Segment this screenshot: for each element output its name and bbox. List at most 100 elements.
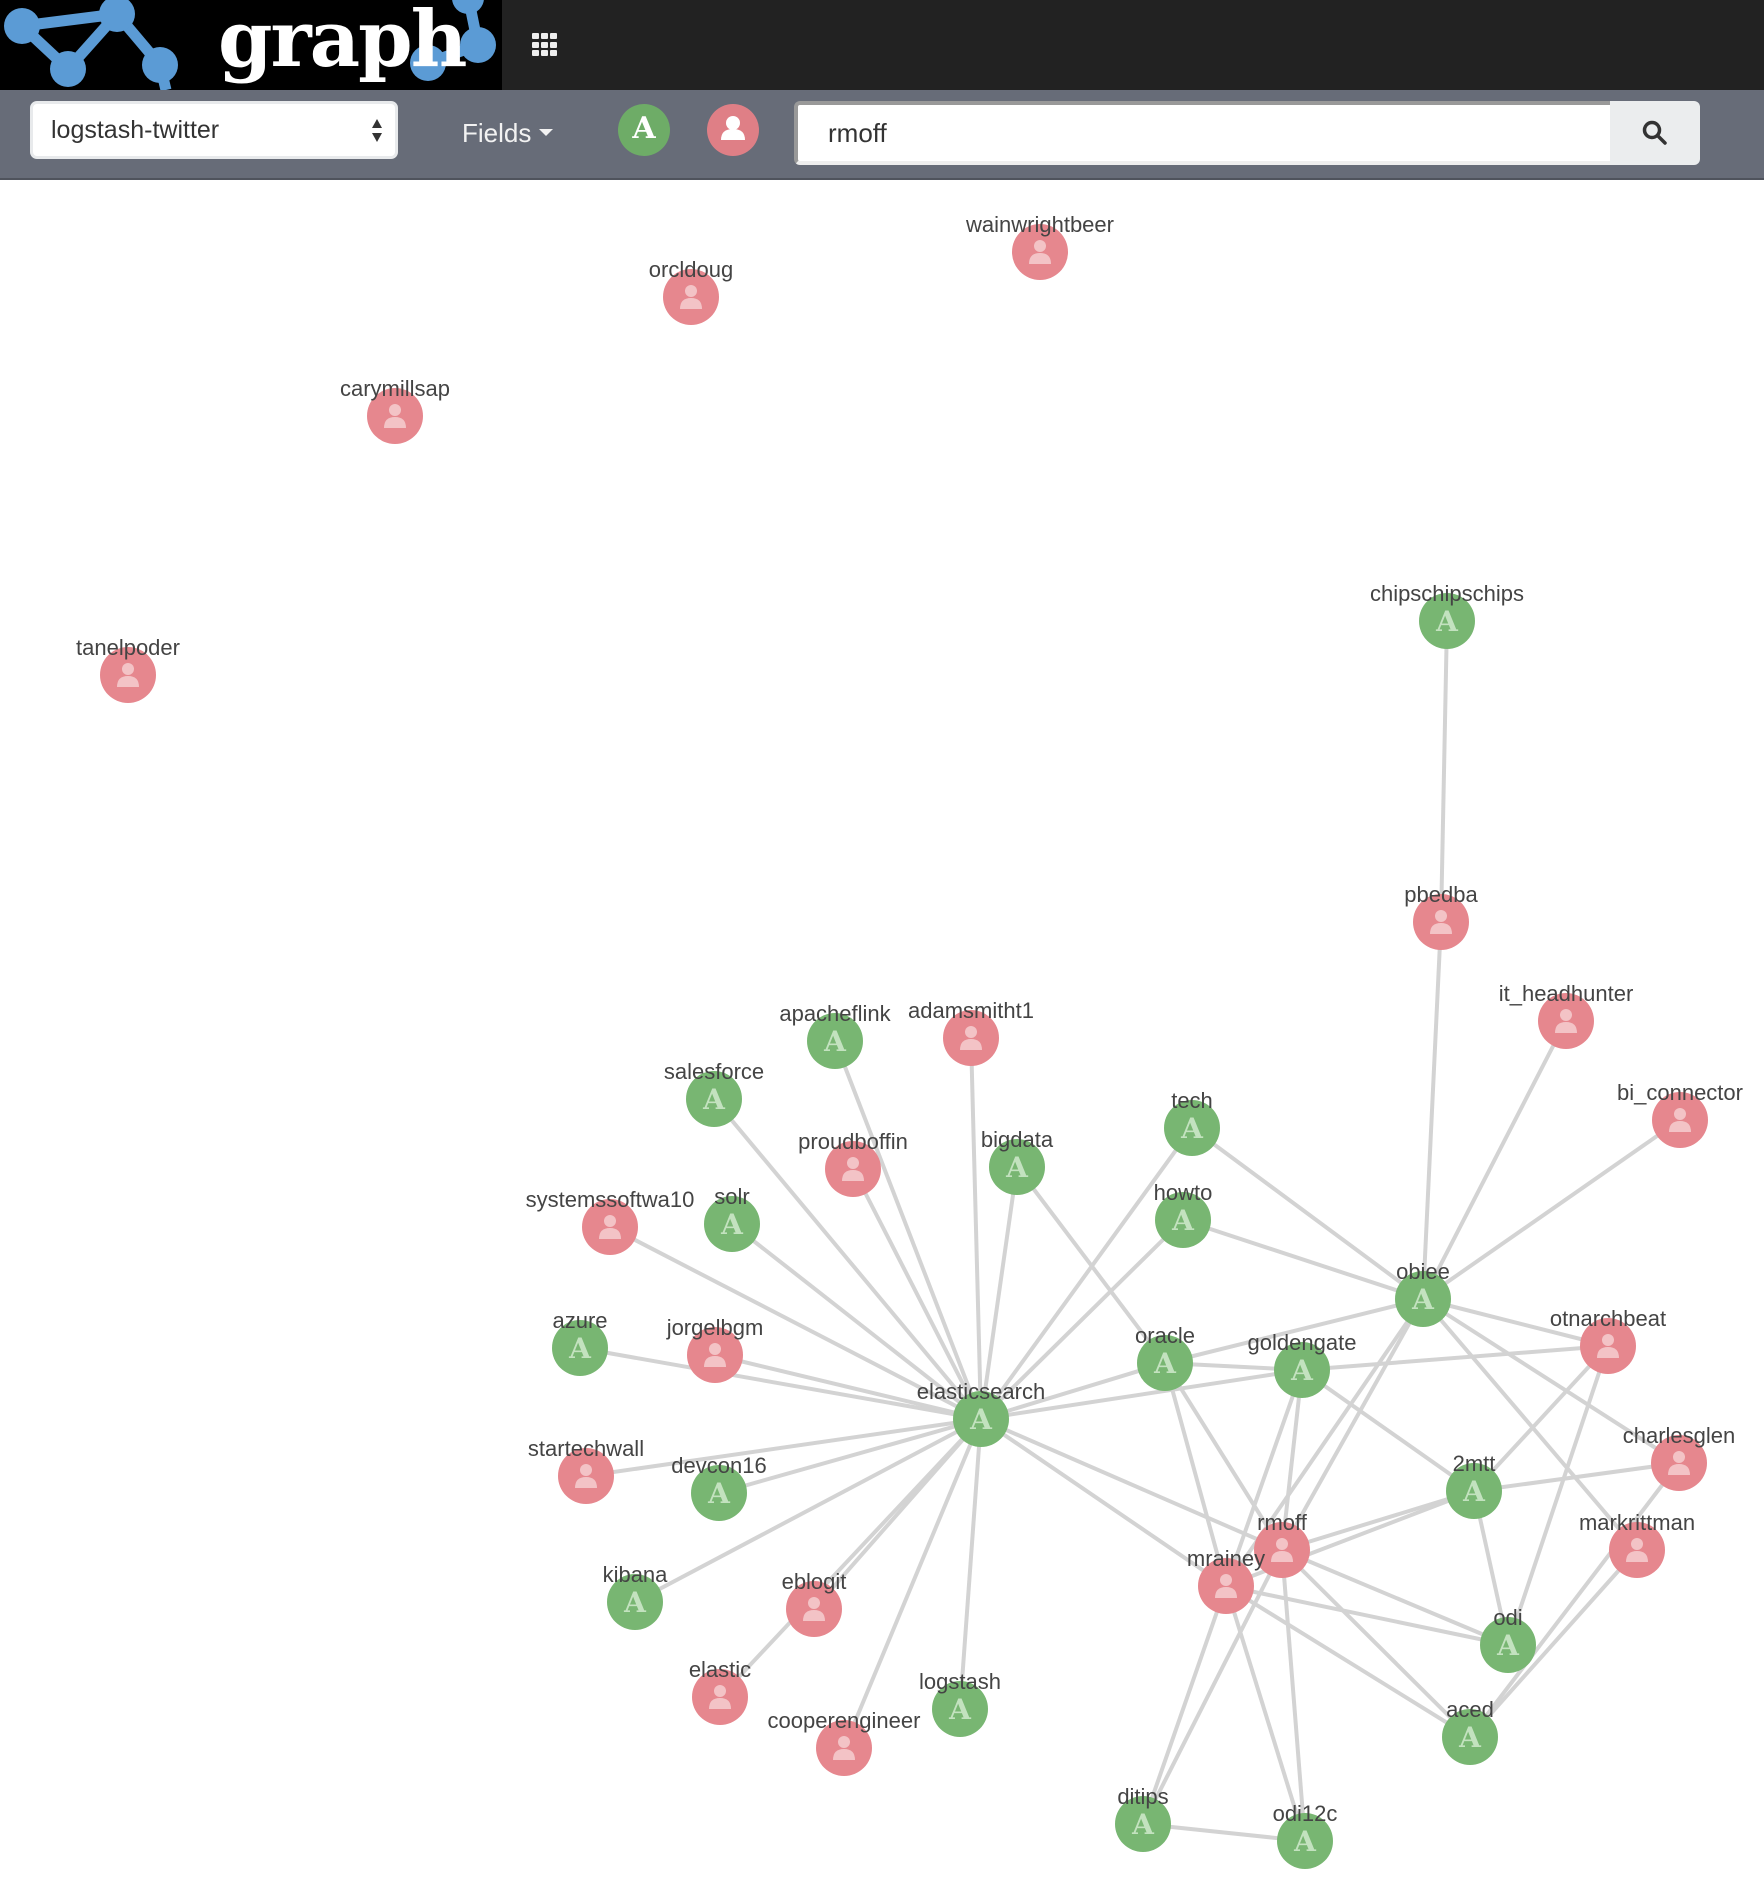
graph-node-charlesglen[interactable]: charlesglen xyxy=(1623,1423,1736,1491)
graph-node-startechwall[interactable]: startechwall xyxy=(528,1436,644,1504)
node-label: solr xyxy=(714,1184,749,1209)
font-a-icon: A xyxy=(702,1083,726,1116)
node-label: carymillsap xyxy=(340,376,450,401)
graph-edge xyxy=(714,1353,982,1421)
graph-edge xyxy=(1300,1368,1476,1493)
node-label: kibana xyxy=(603,1562,669,1587)
graph-edge xyxy=(980,1361,1166,1421)
search-button[interactable] xyxy=(1610,101,1700,165)
user-icon xyxy=(1430,910,1452,934)
graph-edge xyxy=(979,1417,1228,1588)
index-pattern-select[interactable]: logstash-twitter xyxy=(30,101,398,159)
user-icon xyxy=(709,1685,731,1709)
node-label: elastic xyxy=(689,1657,751,1682)
graph-node-adamsmitht1[interactable]: adamsmitht1 xyxy=(908,998,1034,1066)
node-label: tanelpoder xyxy=(76,635,180,660)
graph-edge xyxy=(1224,1369,1304,1587)
graph-node-markrittman[interactable]: markrittman xyxy=(1579,1510,1695,1578)
graph-node-proudboffin[interactable]: proudboffin xyxy=(798,1129,908,1197)
font-a-icon: A xyxy=(1411,1283,1435,1316)
graph-node-rmoff[interactable]: rmoff xyxy=(1254,1510,1310,1578)
graph-edge xyxy=(1421,1297,1639,1552)
index-pattern-value: logstash-twitter xyxy=(51,116,220,144)
graph-edge xyxy=(842,1418,983,1749)
user-vertex-type-button[interactable] xyxy=(707,104,759,156)
graph-node-wainwrightbeer[interactable]: wainwrightbeer xyxy=(965,212,1114,280)
fields-dropdown-button[interactable]: Fields xyxy=(462,118,554,149)
node-label: mrainey xyxy=(1187,1546,1265,1571)
user-icon xyxy=(575,1464,597,1488)
node-label: pbedba xyxy=(1404,882,1478,907)
graph-edge xyxy=(980,1417,1283,1552)
user-icon xyxy=(1597,1334,1619,1358)
graph-node-it_headhunter[interactable]: it_headhunter xyxy=(1499,981,1634,1049)
graph-edge xyxy=(1182,1218,1424,1301)
graph-network-icon xyxy=(4,0,496,90)
font-a-icon: A xyxy=(1496,1629,1520,1662)
graph-node-orcldoug[interactable]: orcldoug xyxy=(649,257,733,325)
hashtag-vertex-type-button[interactable]: A xyxy=(618,104,670,156)
apps-grid-icon[interactable] xyxy=(532,33,558,57)
graph-node-tanelpoder[interactable]: tanelpoder xyxy=(76,635,180,703)
graph-node-pbedba[interactable]: pbedba xyxy=(1404,882,1478,950)
user-icon xyxy=(1215,1574,1237,1598)
graph-edge xyxy=(979,1218,1185,1421)
graph-node-cooperengineer[interactable]: cooperengineer xyxy=(768,1708,921,1776)
font-a-icon: A xyxy=(1180,1112,1204,1145)
graph-node-systemssoftwa10[interactable]: systemssoftwa10 xyxy=(526,1187,695,1255)
user-icon xyxy=(680,285,702,309)
graph-edge xyxy=(1164,1297,1424,1365)
graph-node-bi_connector[interactable]: bi_connector xyxy=(1617,1080,1743,1148)
user-icon xyxy=(1626,1538,1648,1562)
graph-node-mrainey[interactable]: mrainey xyxy=(1187,1546,1265,1614)
node-label: wainwrightbeer xyxy=(965,212,1114,237)
graph-node-eblogit[interactable]: eblogit xyxy=(782,1569,847,1637)
graph-edge xyxy=(958,1418,983,1710)
graph-canvas[interactable]: wainwrightbeer orcldoug carymillsap tanelpo… xyxy=(0,180,1764,1894)
graph-node-otnarchbeat[interactable]: otnarchbeat xyxy=(1550,1306,1666,1374)
node-label: 2mtt xyxy=(1453,1451,1496,1476)
graph-logo[interactable]: graph xyxy=(0,0,502,90)
font-a-icon: A xyxy=(707,1477,731,1510)
graph-node-jorgelbgm[interactable]: jorgelbgm xyxy=(666,1315,764,1383)
graph-edge xyxy=(1421,1297,1681,1465)
node-label: eblogit xyxy=(782,1569,847,1594)
user-icon xyxy=(1029,240,1051,264)
user-icon xyxy=(704,1343,726,1367)
graph-edge xyxy=(1473,1461,1680,1493)
graph-edge xyxy=(609,1225,982,1421)
search-input[interactable] xyxy=(794,101,1610,165)
graph-edge xyxy=(1163,1362,1228,1587)
graph-node-elastic[interactable]: elastic xyxy=(689,1657,751,1725)
graph-node-carymillsap[interactable]: carymillsap xyxy=(340,376,450,444)
graph-edge xyxy=(730,1222,983,1421)
node-label: chipschipschips xyxy=(1370,581,1524,606)
font-a-icon: A xyxy=(623,1586,647,1619)
graph-edge xyxy=(1225,1584,1509,1647)
graph-edge xyxy=(1224,1585,1307,1842)
user-icon xyxy=(117,663,139,687)
graph-edge xyxy=(1281,1548,1509,1647)
search-icon xyxy=(1642,120,1667,145)
